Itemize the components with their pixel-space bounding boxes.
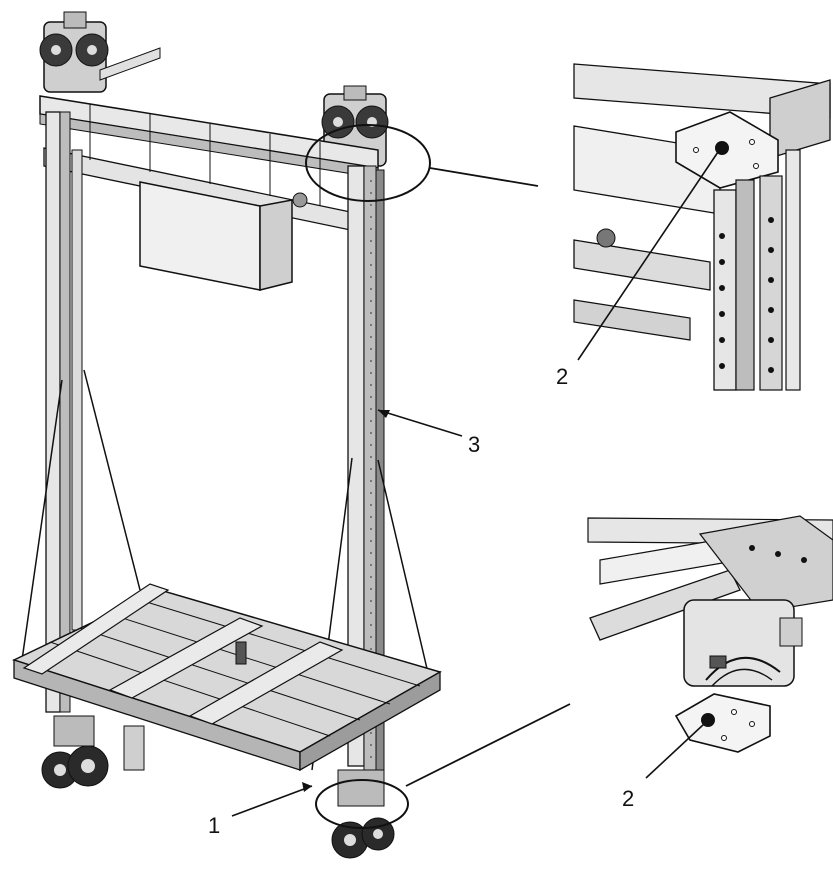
main-lift-assembly — [11, 11, 442, 859]
top-detail-leader — [429, 167, 539, 187]
bottom-detail-leader — [405, 703, 571, 787]
top-plate-marker-dot — [715, 141, 729, 155]
bottom-detail-view — [587, 515, 833, 753]
bottom-mounting-plate — [674, 693, 771, 753]
bracing-rods — [21, 369, 433, 771]
left-upright — [45, 111, 83, 713]
bottom-plate-marker-dot — [701, 713, 715, 727]
callout-number-3: 3 — [468, 432, 480, 457]
top-highlight-ellipse — [305, 124, 431, 202]
platform-deck — [11, 583, 442, 772]
callout-number-2-top: 2 — [556, 364, 568, 389]
left-wheel-assembly — [41, 715, 145, 789]
top-left-pulley — [39, 11, 109, 93]
top-detail-view — [573, 63, 831, 391]
bottom-detail-callout-line — [645, 723, 705, 779]
upright-callout-line — [377, 409, 463, 437]
top-detail-callout-line — [577, 151, 719, 361]
control-box — [139, 181, 308, 291]
callout-number-2-bottom: 2 — [622, 786, 634, 811]
lift-bottom-callout-line — [231, 785, 313, 817]
callout-number-1: 1 — [208, 813, 220, 838]
bottom-highlight-ellipse — [315, 779, 409, 829]
right-wheel-assembly — [331, 769, 395, 859]
